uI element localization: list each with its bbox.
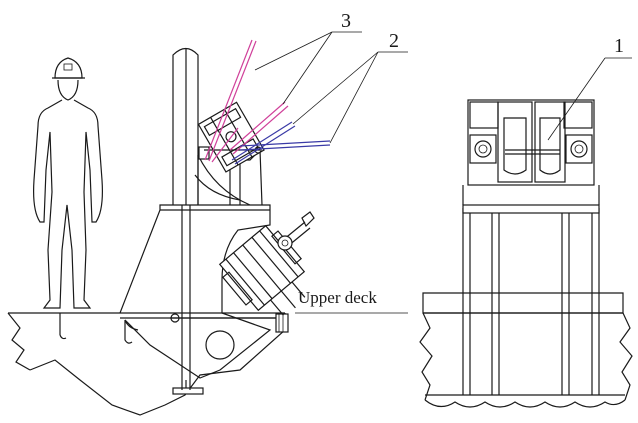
upper-deck-label: Upper deck	[298, 288, 377, 307]
callout-3-label: 3	[341, 10, 351, 32]
vertical-pipe	[172, 47, 199, 205]
callout-1-leader	[547, 57, 632, 141]
lower-clamp-assembly	[218, 224, 306, 316]
human-scale-figure	[33, 57, 103, 309]
support-pedestal	[119, 204, 289, 395]
cable-group-2	[231, 121, 331, 165]
callout-1-label: 1	[614, 35, 624, 57]
right-front-view	[419, 99, 633, 408]
callout-2-label: 2	[389, 30, 399, 52]
callout-2-leaders	[292, 51, 408, 144]
callout-3-leaders	[254, 31, 362, 105]
left-deck-section	[7, 312, 286, 416]
lower-clamp-rod	[277, 211, 315, 251]
